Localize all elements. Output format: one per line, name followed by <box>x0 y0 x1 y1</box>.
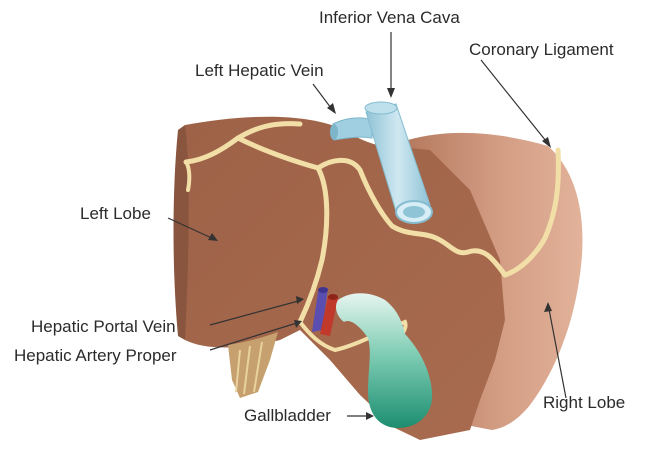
label-inferior-vena-cava: Inferior Vena Cava <box>319 8 460 28</box>
left-hepatic-vein-shape <box>333 118 372 140</box>
label-hepatic-artery-proper: Hepatic Artery Proper <box>14 346 177 366</box>
label-coronary-ligament: Coronary Ligament <box>469 40 614 60</box>
label-hepatic-portal-vein: Hepatic Portal Vein <box>31 317 176 337</box>
label-left-hepatic-vein: Left Hepatic Vein <box>195 61 324 81</box>
left-lobe-rim <box>174 125 189 340</box>
artery-opening <box>328 294 338 300</box>
inferior-vena-cava-top <box>365 102 397 114</box>
left-hepatic-vein-opening <box>330 124 338 140</box>
inferior-vena-cava-lumen <box>403 206 425 218</box>
label-gallbladder: Gallbladder <box>244 406 331 426</box>
portal-vein-opening <box>318 287 328 293</box>
label-left-lobe: Left Lobe <box>80 204 151 224</box>
label-right-lobe: Right Lobe <box>543 393 625 413</box>
